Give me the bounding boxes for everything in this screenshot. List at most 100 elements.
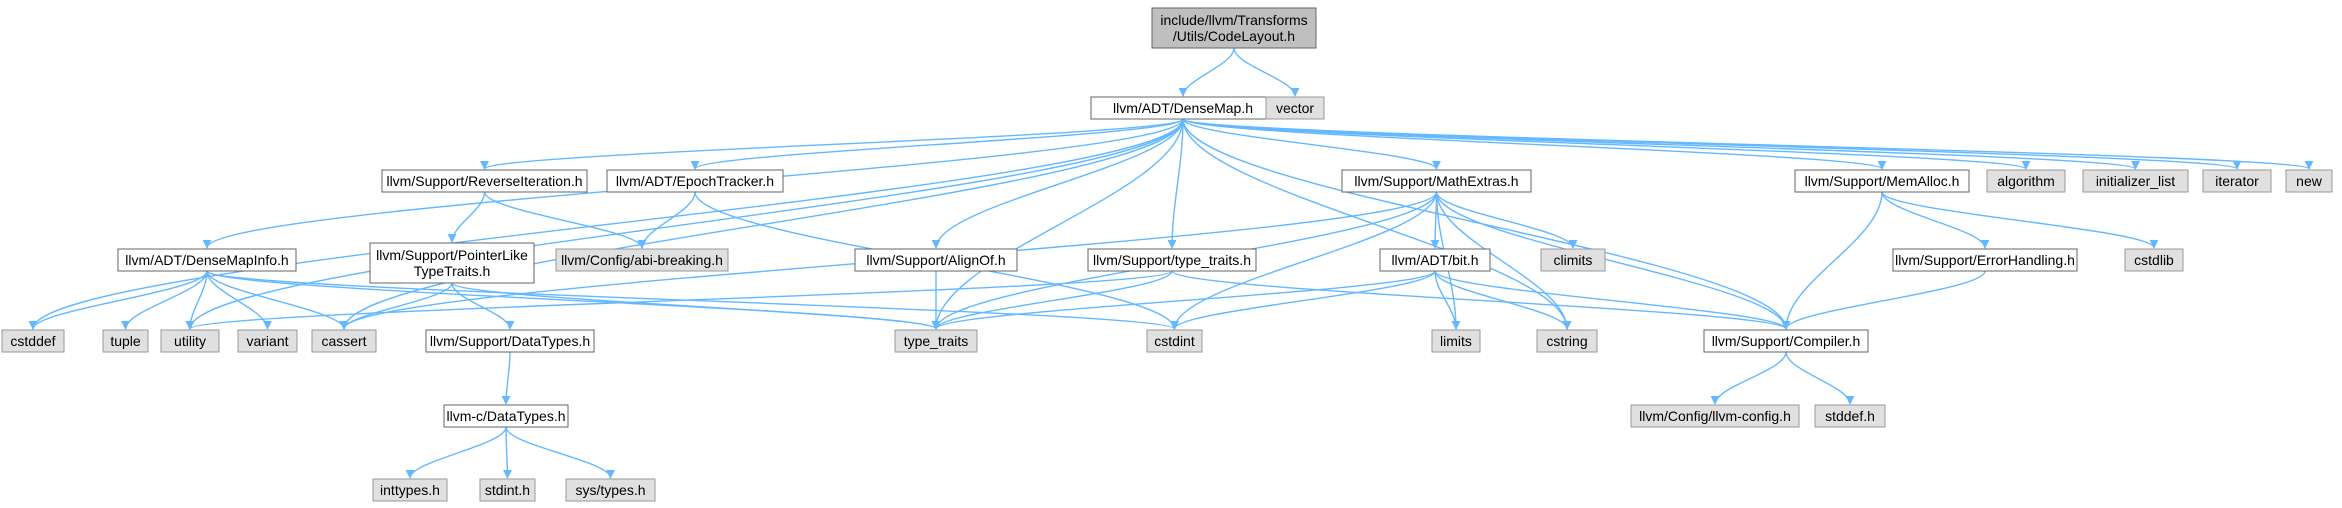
edge-dense-map-to-mem-alloc — [1182, 118, 1887, 170]
node-inttypes: inttypes.h — [372, 478, 448, 502]
node-error-handling[interactable]: llvm/Support/ErrorHandling.h — [1892, 248, 2078, 272]
node-c-data-types[interactable]: llvm-c/DataTypes.h — [443, 404, 569, 428]
edge-dense-map-to-utility — [185, 118, 1184, 330]
node-box — [381, 169, 588, 193]
node-box — [311, 329, 377, 353]
edge-code-layout-to-dense-map — [1178, 47, 1235, 97]
node-label: climits — [1554, 252, 1593, 268]
node-label: limits — [1440, 333, 1472, 349]
node-iterator: iterator — [2202, 169, 2272, 193]
node-reverse-iteration[interactable]: llvm/Support/ReverseIteration.h — [381, 169, 588, 193]
edge-c-data-types-to-sys-types — [505, 426, 615, 479]
edge-mem-alloc-to-compiler — [1781, 191, 1883, 330]
node-label: llvm/Support/PointerLike — [376, 247, 528, 263]
node-label: llvm/Support/MemAlloc.h — [1805, 173, 1960, 189]
edge-dense-map-to-cstring — [1182, 118, 1572, 330]
node-label: llvm/ADT/DenseMap.h — [1113, 100, 1253, 116]
edge-bit-h-to-limits — [1434, 270, 1461, 330]
node-math-extras[interactable]: llvm/Support/MathExtras.h — [1341, 169, 1532, 193]
node-label: inttypes.h — [380, 482, 440, 498]
edge-reverse-iteration-to-pointer-like — [447, 191, 486, 243]
node-align-of[interactable]: llvm/Support/AlignOf.h — [854, 248, 1018, 272]
node-label: stdint.h — [485, 482, 530, 498]
edge-dense-map-to-cstddef — [28, 118, 1184, 330]
node-box — [854, 248, 1018, 272]
node-box — [1794, 169, 1970, 193]
node-label: cstdint — [1154, 333, 1195, 349]
node-stddef-h: stddef.h — [1814, 404, 1886, 428]
node-box — [1087, 248, 1257, 272]
node-box — [2202, 169, 2272, 193]
node-data-types-support[interactable]: llvm/Support/DataTypes.h — [425, 329, 595, 353]
node-new: new — [2285, 169, 2333, 193]
node-bit-h[interactable]: llvm/ADT/bit.h — [1379, 248, 1491, 272]
edge-mem-alloc-to-cstdlib — [1881, 191, 2159, 249]
edge-dense-map-to-align-of — [931, 118, 1184, 249]
node-compiler[interactable]: llvm/Support/Compiler.h — [1703, 329, 1869, 353]
node-label: llvm/ADT/DenseMapInfo.h — [125, 252, 288, 268]
node-variant: variant — [237, 329, 298, 353]
node-llvm-config: llvm/Config/llvm-config.h — [1630, 404, 1800, 428]
node-label: utility — [174, 333, 206, 349]
edge-c-data-types-to-stdint-h — [502, 426, 512, 479]
edge-bit-h-to-cstdint — [1170, 270, 1436, 330]
node-box — [1146, 329, 1203, 353]
node-label: llvm/Support/ReverseIteration.h — [386, 173, 582, 189]
edge-c-data-types-to-inttypes — [405, 426, 507, 479]
edge-math-extras-to-cstdint — [1170, 191, 1438, 330]
edge-bit-h-to-type-traits — [931, 270, 1436, 330]
node-label: llvm/Support/Compiler.h — [1712, 333, 1861, 349]
node-box — [1814, 404, 1886, 428]
node-box — [1892, 248, 2078, 272]
node-label: cstdlib — [2134, 252, 2174, 268]
node-label: llvm/Support/type_traits.h — [1093, 252, 1251, 268]
node-box — [1703, 329, 1869, 353]
node-initializer-list: initializer_list — [2082, 169, 2189, 193]
node-dense-map-info[interactable]: llvm/ADT/DenseMapInfo.h — [117, 248, 297, 272]
edge-math-extras-to-cstring — [1435, 191, 1572, 330]
node-label: llvm/Support/MathExtras.h — [1354, 173, 1518, 189]
node-dense-map[interactable]: llvm/ADT/DenseMap.h — [1090, 96, 1276, 120]
node-epoch-tracker[interactable]: llvm/ADT/EpochTracker.h — [606, 169, 784, 193]
edge-dense-map-to-reverse-iteration — [480, 118, 1184, 170]
dependency-edges — [28, 47, 2313, 479]
node-box — [1341, 169, 1532, 193]
node-label: tuple — [110, 333, 141, 349]
node-label: include/llvm/Transforms — [1160, 12, 1307, 28]
edge-pointer-like-to-data-types-support — [451, 282, 515, 330]
node-box — [565, 478, 656, 502]
node-label: llvm/Config/abi-breaking.h — [561, 252, 723, 268]
node-box — [1536, 329, 1598, 353]
node-code-layout[interactable]: include/llvm/Transforms/Utils/CodeLayout… — [1151, 7, 1317, 49]
edge-reverse-iteration-to-abi-breaking — [483, 191, 647, 249]
edge-dense-map-to-cassert — [339, 118, 1184, 330]
node-box — [372, 478, 448, 502]
node-box — [1540, 248, 1606, 272]
edge-bit-h-to-compiler — [1434, 270, 1791, 330]
node-type-traits-h[interactable]: llvm/Support/type_traits.h — [1087, 248, 1257, 272]
edge-dense-map-to-type-traits — [931, 118, 1184, 330]
edge-bit-h-to-cstring — [1434, 270, 1572, 330]
edge-dense-map-info-to-cassert — [206, 270, 349, 330]
node-box — [2124, 248, 2184, 272]
edge-epoch-tracker-to-abi-breaking — [637, 191, 696, 249]
node-label: llvm/Support/ErrorHandling.h — [1895, 252, 2075, 268]
edge-dense-map-to-initializer-list — [1182, 118, 2140, 170]
node-label: variant — [246, 333, 288, 349]
node-label: llvm/Support/AlignOf.h — [866, 252, 1005, 268]
node-tuple: tuple — [102, 329, 149, 353]
node-type-traits: type_traits — [894, 329, 978, 353]
edge-dense-map-info-to-tuple — [121, 270, 208, 330]
node-box — [606, 169, 784, 193]
node-box — [369, 242, 535, 284]
node-mem-alloc[interactable]: llvm/Support/MemAlloc.h — [1794, 169, 1970, 193]
edge-compiler-to-llvm-config — [1710, 351, 1787, 405]
edge-dense-map-to-epoch-tracker — [690, 118, 1184, 170]
node-label: TypeTraits.h — [414, 263, 491, 279]
node-label: type_traits — [904, 333, 969, 349]
edge-math-extras-to-climits — [1435, 191, 1578, 249]
node-label: cstddef — [10, 333, 55, 349]
edge-error-handling-to-compiler — [1781, 270, 1986, 330]
